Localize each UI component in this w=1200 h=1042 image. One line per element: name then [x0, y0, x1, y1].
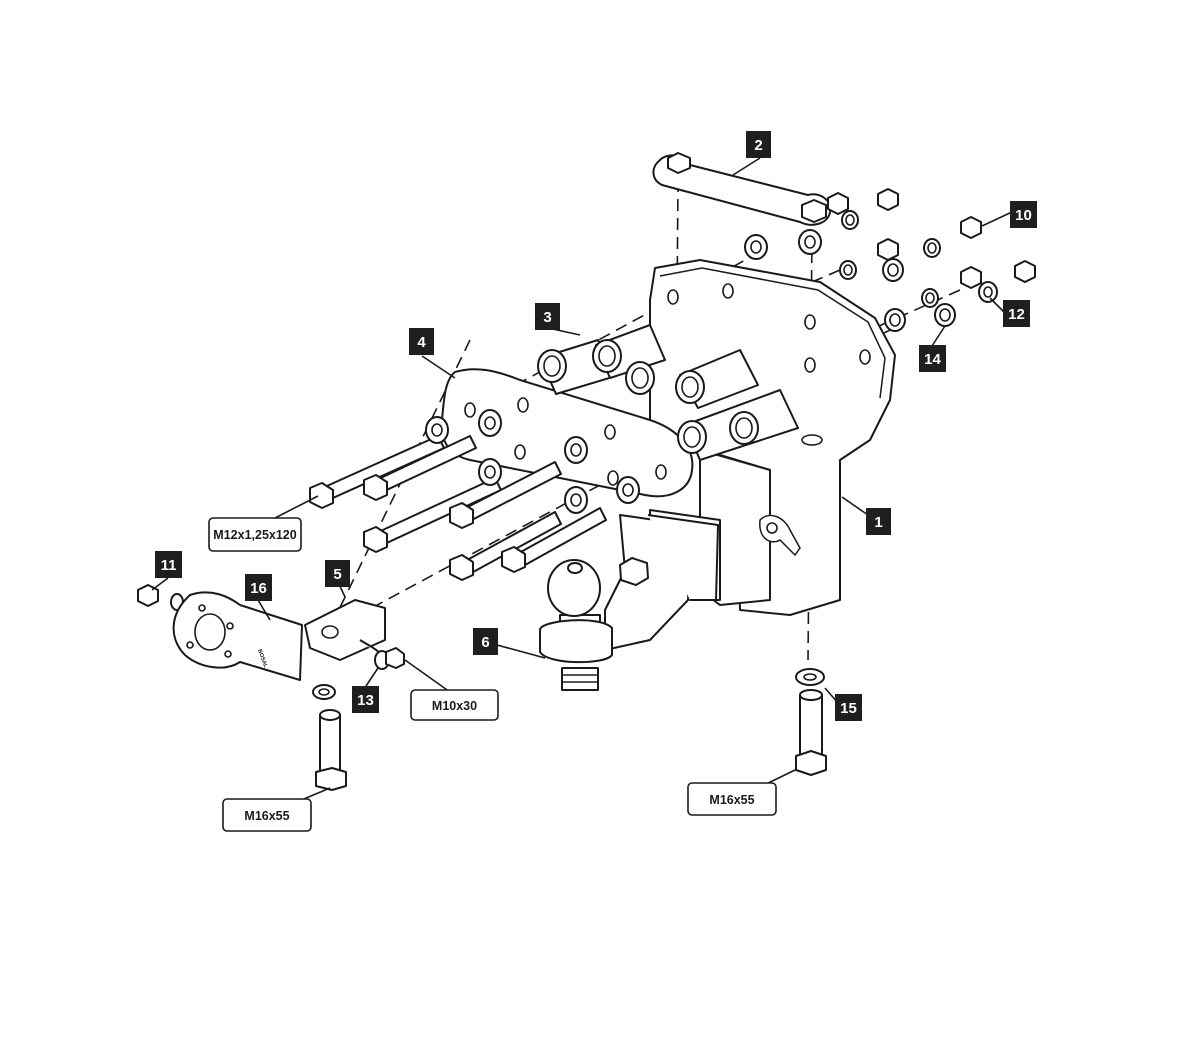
svg-text:1: 1 — [874, 514, 882, 531]
tow-ball — [539, 514, 719, 691]
callout-12: 12 — [1003, 300, 1030, 327]
callout-2: 2 — [746, 131, 771, 158]
top-strap — [652, 152, 832, 226]
right-fasteners — [744, 188, 1036, 332]
callout-5: 5 — [325, 560, 350, 587]
front-washers — [425, 409, 640, 514]
svg-text:4: 4 — [417, 334, 426, 351]
label-m16x55-left: M16x55 — [222, 798, 312, 832]
svg-text:12: 12 — [1008, 306, 1025, 323]
svg-text:16: 16 — [250, 580, 267, 597]
callout-6: 6 — [473, 628, 498, 655]
socket-bracket: BOSAL — [137, 584, 405, 791]
svg-text:M12x1,25x120: M12x1,25x120 — [213, 528, 296, 542]
callout-1: 1 — [866, 508, 891, 535]
callout-10: 10 — [1010, 201, 1037, 228]
svg-text:11: 11 — [161, 557, 177, 574]
callout-14: 14 — [919, 345, 946, 372]
svg-text:15: 15 — [840, 700, 857, 717]
callout-4: 4 — [409, 328, 434, 355]
callout-3: 3 — [535, 303, 560, 330]
bolt-labels: M12x1,25x120 M10x30 M16x55 M16x55 — [208, 517, 777, 832]
label-m16x55-right: M16x55 — [687, 782, 777, 816]
callout-11: 11 — [155, 551, 182, 578]
svg-text:2: 2 — [754, 137, 762, 154]
svg-text:3: 3 — [543, 309, 551, 326]
svg-text:M16x55: M16x55 — [244, 809, 289, 823]
svg-text:13: 13 — [357, 692, 374, 709]
callouts: 2 3 4 1 10 12 14 11 — [155, 131, 1037, 721]
svg-text:10: 10 — [1015, 207, 1032, 224]
svg-text:6: 6 — [481, 634, 489, 651]
spacer-tubes — [537, 324, 799, 461]
svg-text:5: 5 — [333, 566, 341, 583]
callout-15: 15 — [835, 694, 862, 721]
label-m10x30: M10x30 — [410, 689, 499, 721]
long-bolts — [309, 435, 607, 581]
leader-lines — [151, 157, 1013, 805]
svg-text:14: 14 — [924, 351, 941, 368]
callout-16: 16 — [245, 574, 272, 601]
svg-text:M10x30: M10x30 — [432, 699, 477, 713]
callout-13: 13 — [352, 686, 379, 713]
label-m12x1-25x120: M12x1,25x120 — [208, 517, 302, 552]
right-m16-bolt — [795, 668, 827, 776]
svg-text:M16x55: M16x55 — [709, 793, 754, 807]
